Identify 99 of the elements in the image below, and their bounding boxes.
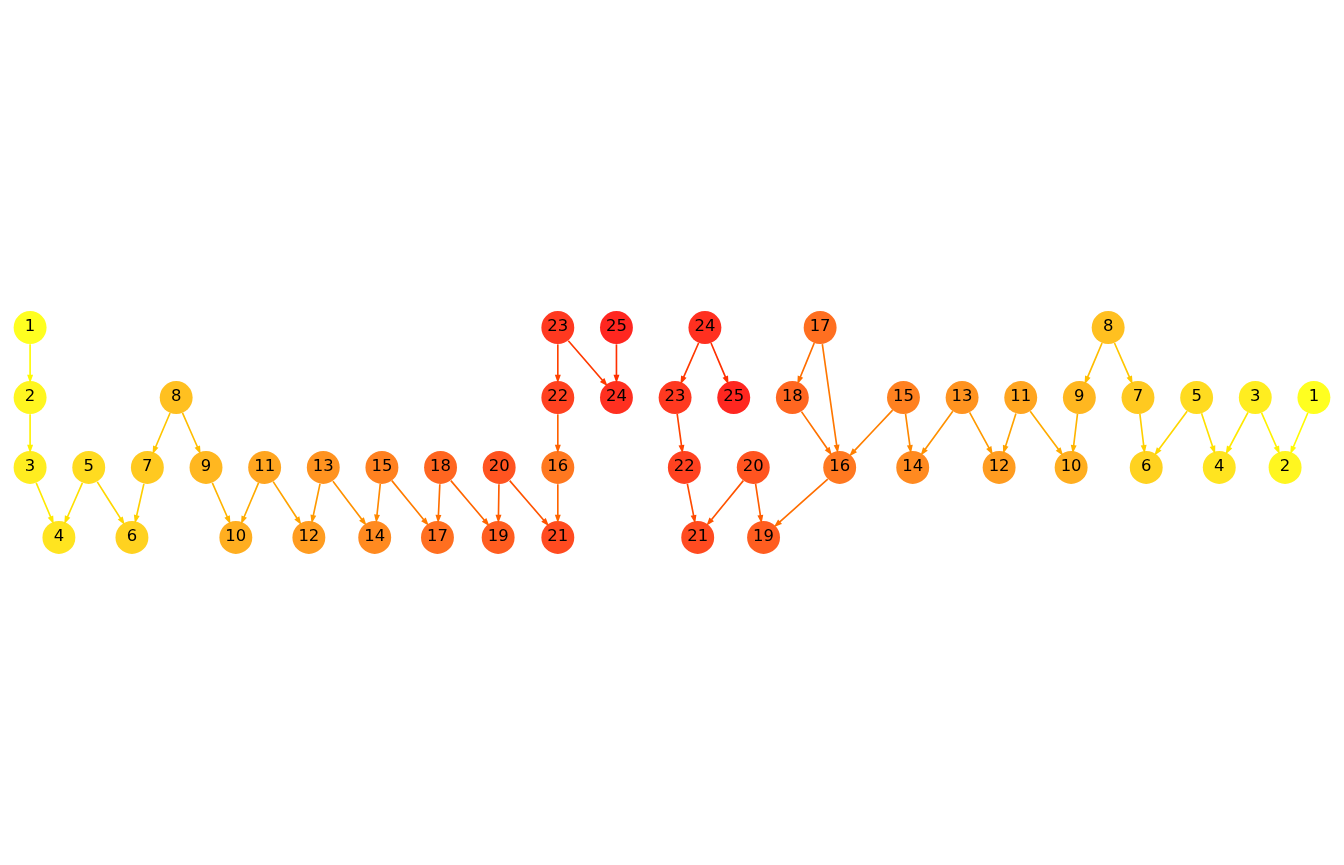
- arrow: [1154, 410, 1188, 456]
- node-circle: 17: [421, 520, 454, 554]
- arrow: [240, 482, 260, 525]
- node-circle: 12: [982, 451, 1016, 484]
- arrow: [754, 483, 764, 524]
- node-circle: 8: [159, 381, 193, 414]
- node-circle: 9: [1062, 381, 1096, 414]
- node-circle: 6: [1129, 451, 1163, 484]
- arrow: [1200, 412, 1216, 455]
- arrow: [1225, 411, 1249, 455]
- node-circle: 22: [541, 381, 575, 414]
- node-circle: 7: [130, 451, 164, 484]
- arrow: [613, 343, 620, 384]
- node-circle: 19: [481, 520, 515, 554]
- arrow: [1029, 410, 1064, 456]
- arrow: [391, 479, 429, 526]
- node-circle: 2: [13, 381, 47, 414]
- arrow: [27, 413, 34, 454]
- node-circle: 20: [736, 451, 770, 484]
- arrow: [495, 483, 502, 524]
- node-circle: 14: [896, 451, 930, 484]
- arrow: [554, 483, 561, 524]
- arrow: [800, 410, 832, 456]
- node-circle: 18: [775, 381, 809, 414]
- arrow: [710, 342, 729, 385]
- node-circle: 25: [600, 311, 633, 345]
- arrow: [849, 409, 894, 457]
- arrow: [968, 411, 993, 455]
- node-circle: 7: [1121, 381, 1155, 414]
- arrow: [508, 479, 550, 527]
- arrow: [27, 343, 34, 384]
- node-circle: 13: [945, 381, 979, 414]
- arrow: [374, 483, 382, 524]
- node-circle: 24: [688, 311, 722, 345]
- node-circle: 23: [658, 381, 692, 414]
- node-circle: 17: [803, 311, 837, 345]
- node-circle: 1: [13, 311, 47, 345]
- arrow: [773, 478, 829, 528]
- node-circle: 6: [115, 520, 149, 554]
- arrow: [821, 343, 840, 454]
- node-circle: 24: [600, 381, 633, 414]
- arrow: [676, 413, 685, 454]
- arrow: [1139, 413, 1147, 454]
- node-circle: 5: [1180, 381, 1214, 414]
- node-circle: 14: [358, 520, 392, 554]
- node-circle: 11: [1004, 381, 1038, 414]
- arrow: [904, 413, 913, 454]
- arrow: [272, 480, 302, 525]
- node-circle: 11: [248, 451, 282, 484]
- arrow: [1290, 412, 1309, 455]
- node-circle: 23: [541, 311, 575, 345]
- node-circle: 4: [1202, 451, 1236, 484]
- node-circle: 18: [424, 451, 457, 484]
- arrow: [554, 343, 561, 384]
- arrow: [35, 482, 54, 525]
- node-circle: 13: [306, 451, 340, 484]
- node-circle: 19: [747, 520, 780, 554]
- node-circle: 21: [681, 520, 715, 554]
- arrow: [310, 483, 321, 524]
- arrow: [554, 413, 561, 454]
- arrow: [435, 483, 442, 524]
- node-circle: 3: [1238, 381, 1272, 414]
- arrow: [1002, 412, 1017, 454]
- node-circle: 20: [482, 451, 516, 484]
- node-circle: 15: [887, 381, 920, 414]
- node-circle: 16: [541, 451, 575, 484]
- node-circle: 5: [72, 451, 106, 484]
- arrow: [96, 481, 125, 526]
- arrow: [1070, 413, 1079, 454]
- arrow: [181, 412, 201, 455]
- arrow: [797, 342, 816, 385]
- arrow: [152, 412, 171, 455]
- arrow: [686, 483, 697, 524]
- node-circle: 12: [292, 520, 326, 554]
- node-circle: 1: [1297, 381, 1331, 414]
- node-circle: 2: [1268, 451, 1302, 484]
- node-circle: 10: [219, 520, 253, 554]
- arrow: [1260, 412, 1280, 455]
- node-circle: 4: [42, 520, 76, 554]
- arrow: [920, 410, 954, 456]
- node-circle: 15: [365, 451, 399, 484]
- node-circle: 21: [541, 520, 575, 554]
- arrow: [133, 483, 145, 524]
- node-circle: 25: [717, 381, 751, 414]
- arrow: [332, 480, 367, 526]
- node-circle: 10: [1054, 451, 1088, 484]
- arrow: [450, 479, 490, 527]
- node-circle: 3: [13, 451, 47, 484]
- node-circle: 22: [667, 451, 701, 484]
- arrow: [680, 342, 700, 385]
- arrow: [1084, 342, 1103, 385]
- arrow: [706, 479, 745, 526]
- arrow: [1113, 342, 1133, 385]
- node-circle: 9: [189, 451, 223, 484]
- arrow: [64, 482, 84, 525]
- node-circle: 8: [1091, 311, 1125, 345]
- arrow: [567, 339, 608, 387]
- node-circle: 16: [823, 451, 857, 484]
- arrow: [211, 482, 231, 525]
